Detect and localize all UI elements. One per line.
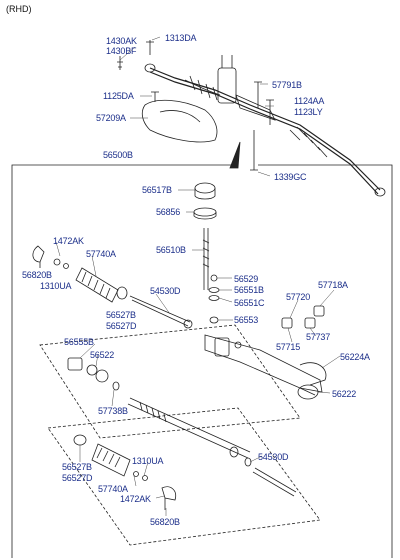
part-label-1123ly: 1123LY <box>294 107 323 117</box>
part-57737 <box>304 317 316 329</box>
part-label-57738b: 57738B <box>98 406 128 416</box>
boot-bottom <box>91 443 131 477</box>
part-label-1430ak: 1430AK <box>106 36 137 46</box>
part-label-1124aa: 1124AA <box>294 96 325 106</box>
part-label-1310ua-top: 1310UA <box>40 281 72 291</box>
part-label-57791b: 57791B <box>272 80 302 90</box>
gear-assembly-overview <box>117 40 386 197</box>
part-label-56856: 56856 <box>156 207 181 217</box>
tie-rod-end-top <box>32 245 45 263</box>
dashed-frame-lower <box>47 407 321 546</box>
part-label-56529: 56529 <box>234 274 259 284</box>
part-label-56510b: 56510B <box>156 245 186 255</box>
part-label-57740a-bottom: 57740A <box>98 484 128 494</box>
part-label-1313da: 1313DA <box>165 33 197 43</box>
part-label-57740a-top: 57740A <box>86 249 116 259</box>
part-label-1472ak-bottom: 1472AK <box>120 494 151 504</box>
assembly-frame <box>11 164 236 558</box>
part-label-57715: 57715 <box>276 342 301 352</box>
part-56510b <box>203 228 209 290</box>
part-label-56500b: 56500B <box>103 150 133 160</box>
part-label-56527b-bottom: 56527B <box>62 462 92 472</box>
inner-tie-rod-top <box>129 295 191 327</box>
tie-rod-end-bottom <box>161 486 177 501</box>
part-56517b <box>194 182 216 194</box>
part-label-56527b-top: 56527B <box>106 310 136 320</box>
part-label-1430bf: 1430BF <box>106 46 137 56</box>
part-label-54530d-bottom: 54530D <box>258 452 289 462</box>
part-label-56517b: 56517B <box>142 185 172 195</box>
gear-housing <box>204 334 323 393</box>
part-label-56551c: 56551C <box>234 298 265 308</box>
part-label-57209a: 57209A <box>96 113 126 123</box>
part-label-1472ak-top: 1472AK <box>53 236 84 246</box>
part-label-1310ua-bottom: 1310UA <box>132 456 164 466</box>
part-56555b <box>67 357 83 371</box>
part-label-56820b-bottom: 56820B <box>150 517 180 527</box>
part-label-1125da: 1125DA <box>103 91 134 101</box>
inner-tie-rod-bottom <box>252 467 297 497</box>
dashed-frame-upper <box>39 324 301 439</box>
clamp-56224a <box>299 362 327 386</box>
part-56856 <box>193 207 217 217</box>
part-label-56553: 56553 <box>234 315 259 325</box>
part-label-56224a: 56224A <box>340 352 370 362</box>
part-label-56527d-top: 56527D <box>106 321 137 331</box>
part-label-56820b-top: 56820B <box>22 270 52 280</box>
part-label-56522: 56522 <box>90 350 115 360</box>
part-label-56222: 56222 <box>332 389 357 399</box>
part-label-56555b: 56555B <box>64 337 94 347</box>
variant-label: (RHD) <box>6 4 32 14</box>
part-label-54530d-top: 54530D <box>150 286 181 296</box>
boot-top <box>75 267 119 303</box>
part-label-56551b: 56551B <box>234 285 264 295</box>
part-57720 <box>281 317 293 329</box>
part-label-1339gc: 1339GC <box>274 172 307 182</box>
part-label-57718a: 57718A <box>318 280 348 290</box>
part-label-57737: 57737 <box>306 332 331 342</box>
part-label-57720: 57720 <box>286 292 311 302</box>
part-label-56527d-bottom: 56527D <box>62 473 93 483</box>
